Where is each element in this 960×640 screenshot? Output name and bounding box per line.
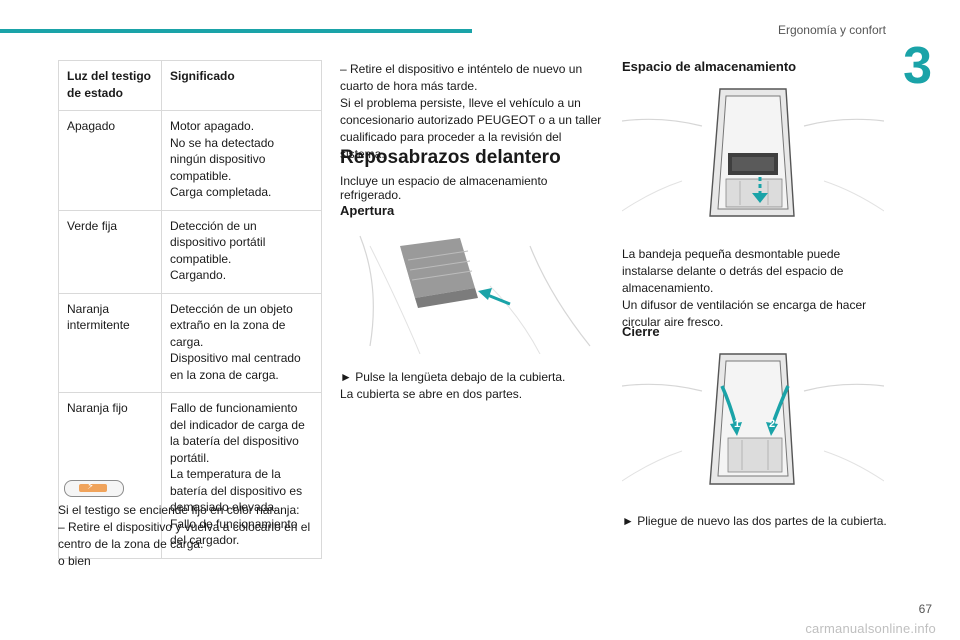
table-header-state: Luz del testigo de estado: [58, 60, 162, 111]
table-row: Apagado Motor apagado. No se ha detectad…: [58, 110, 322, 211]
opening-step: ► Pulse la lengüeta debajo de la cubiert…: [340, 369, 606, 403]
paragraph: – Retire el dispositivo y vuelva a coloc…: [58, 520, 311, 551]
paragraph: La bandeja pequeña desmontable puede ins…: [622, 247, 844, 295]
table-cell-meaning: Fallo de funcionamiento del indicador de…: [161, 392, 322, 559]
meaning-line: Dispositivo mal centrado en la zona de c…: [170, 351, 301, 382]
meaning-line: Motor apagado.: [170, 119, 255, 133]
armrest-opening-illustration: [340, 226, 602, 354]
armrest-closing-illustration: 1 2: [622, 346, 884, 496]
callout-2: 2: [769, 418, 775, 430]
paragraph: – Retire el dispositivo e inténtelo de n…: [340, 62, 583, 93]
section-title-armrest: Reposabrazos delantero: [340, 147, 561, 168]
table-cell-state: Naranja intermitente: [58, 292, 162, 393]
meaning-line: Fallo de funcionamiento del cargador.: [170, 516, 298, 548]
table-header-meaning: Significado: [161, 60, 322, 111]
table-cell-state: Apagado: [58, 110, 162, 211]
paragraph: o bien: [58, 554, 91, 568]
meaning-line: Fallo de funcionamiento del indicador de…: [170, 401, 305, 465]
paragraph: Un difusor de ventilación se encarga de …: [622, 298, 867, 329]
header-section-title: Ergonomía y confort: [777, 23, 886, 37]
closing-step: ► Pliegue de nuevo las dos partes de la …: [622, 514, 887, 528]
table-cell-meaning: Detección de un dispositivo portátil com…: [161, 209, 322, 294]
storage-space-illustration: [622, 81, 884, 231]
paragraph: Si el problema persiste, lleve el vehícu…: [340, 96, 602, 161]
header-accent-bar: [0, 29, 472, 33]
status-light-table: Luz del testigo de estado Significado Ap…: [58, 60, 322, 559]
table-cell-state: Verde fija: [58, 209, 162, 294]
callout-1: 1: [734, 418, 740, 430]
table-header-row: Luz del testigo de estado Significado: [58, 60, 322, 111]
paragraph: La cubierta se abre en dos partes.: [340, 387, 523, 401]
storage-description: La bandeja pequeña desmontable puede ins…: [622, 246, 892, 331]
chapter-number: 3: [903, 37, 932, 95]
meaning-line: Detección de un objeto extraño en la zon…: [170, 301, 293, 349]
subheading-opening: Apertura: [340, 203, 395, 218]
table-row: Naranja fijo Fallo de funcionamiento del…: [58, 392, 322, 559]
meaning-line: No se ha detectado ningún dispositivo co…: [170, 135, 275, 183]
meaning-line: Cargando.: [170, 268, 227, 282]
section-intro: Incluye un espacio de almacenamiento ref…: [340, 174, 548, 202]
meaning-line: Carga completada.: [170, 185, 272, 199]
meaning-line: Detección de un dispositivo portátil com…: [170, 218, 266, 266]
table-cell-meaning: Motor apagado. No se ha detectado ningún…: [161, 110, 322, 211]
table-row: Verde fija Detección de un dispositivo p…: [58, 209, 322, 294]
paragraph: Si el testigo se enciende fijo en color …: [58, 503, 300, 517]
subheading-storage: Espacio de almacenamiento: [622, 59, 797, 74]
col1-text: Si el testigo se enciende fijo en color …: [58, 502, 322, 570]
table-row: Naranja intermitente Detección de un obj…: [58, 292, 322, 393]
charging-indicator-icon: ⚡: [64, 480, 124, 497]
watermark: carmanualsonline.info: [805, 621, 936, 636]
table-cell-meaning: Detección de un objeto extraño en la zon…: [161, 292, 322, 393]
subheading-closing: Cierre: [622, 324, 660, 339]
paragraph: ► Pulse la lengüeta debajo de la cubiert…: [340, 370, 566, 384]
col2-text: – Retire el dispositivo e inténtelo de n…: [340, 61, 606, 163]
meaning-line: La temperatura de la batería del disposi…: [170, 467, 303, 514]
page-number: 67: [918, 602, 932, 616]
